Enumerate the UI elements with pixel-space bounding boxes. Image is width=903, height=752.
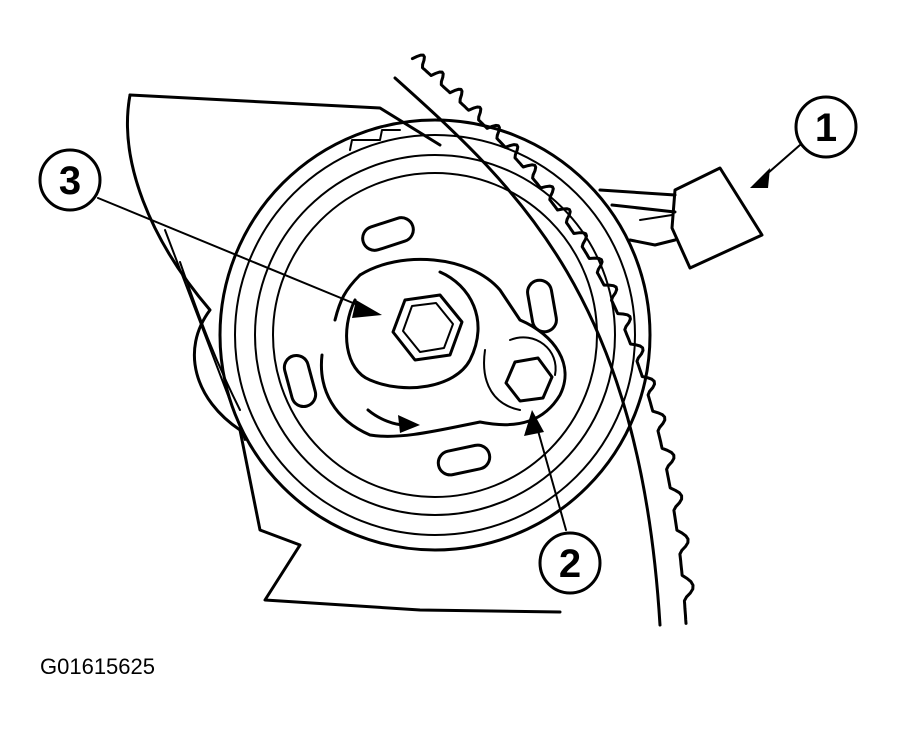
pulley-slot [282, 353, 318, 409]
callout-3-label: 3 [59, 159, 81, 203]
engine-housing [126, 93, 562, 614]
callout-2: 2 [538, 531, 602, 595]
adjuster-bolt [504, 356, 554, 403]
tensioner-tool [598, 166, 764, 270]
callout-2-label: 2 [559, 542, 581, 586]
leader-line-3 [97, 197, 382, 318]
pulley-slot [361, 216, 415, 252]
eccentric-plate [319, 257, 567, 438]
callout-3: 3 [38, 148, 102, 212]
center-bolt [391, 293, 464, 362]
pulley-slot [436, 443, 492, 477]
timing-belt [393, 53, 695, 627]
callout-1-label: 1 [815, 106, 837, 150]
leader-line-1 [750, 144, 801, 188]
callout-1: 1 [794, 95, 858, 159]
pulley-slot [526, 278, 558, 334]
figure-id: G01615625 [40, 654, 155, 679]
tensioner-pulley [218, 118, 652, 552]
rotation-arrow [366, 408, 420, 433]
leader-line-2 [524, 410, 567, 531]
